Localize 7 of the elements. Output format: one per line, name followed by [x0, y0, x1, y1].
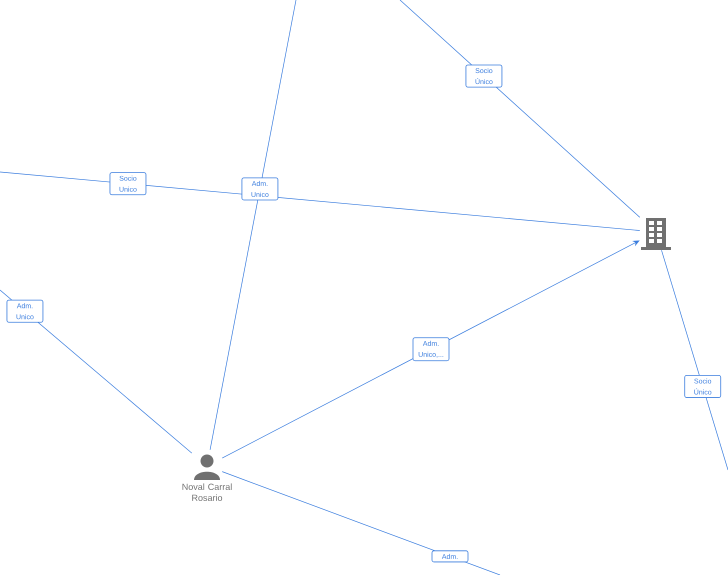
connector-line — [400, 0, 640, 218]
connector-line — [0, 172, 640, 231]
building-icon — [641, 218, 671, 250]
connector-line — [210, 0, 296, 450]
person-node: Noval Carral Rosario — [182, 454, 232, 501]
node-label: Noval Carral Rosario — [182, 483, 232, 502]
connector-line — [661, 250, 728, 470]
